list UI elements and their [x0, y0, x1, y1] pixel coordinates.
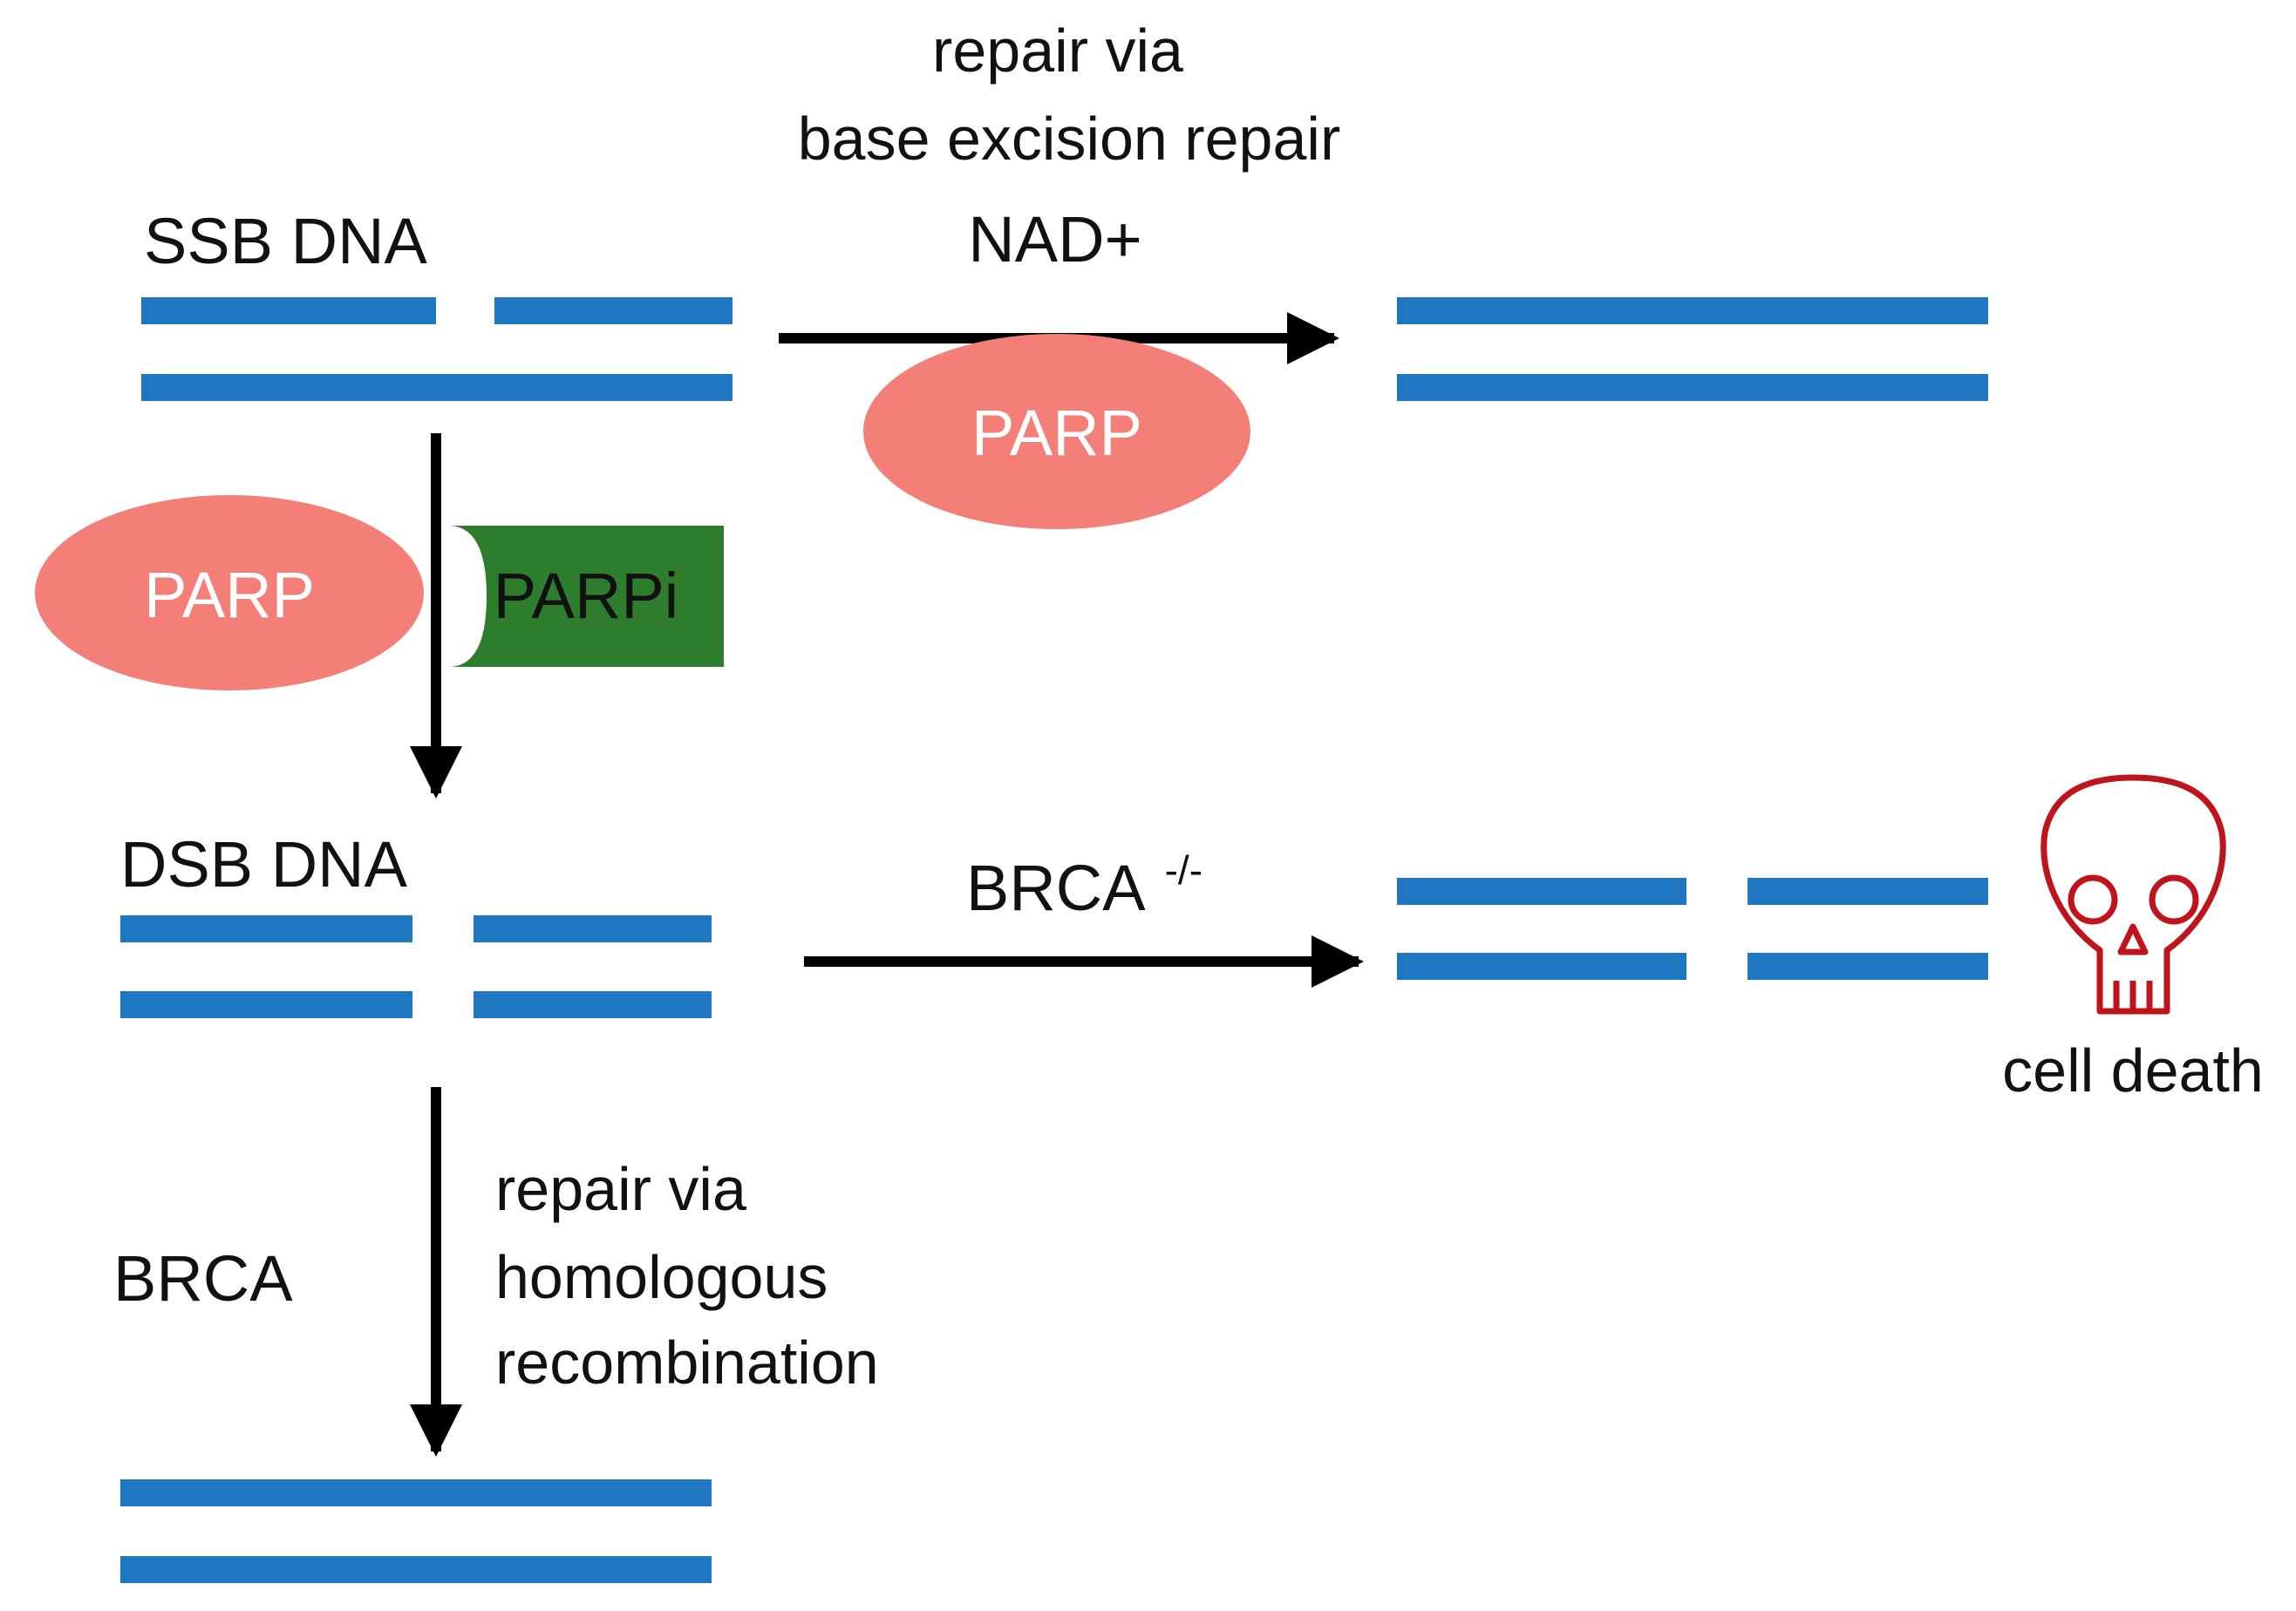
parp-enzyme-top: PARP: [863, 334, 1250, 529]
parp-label-top: PARP: [971, 397, 1142, 469]
brca-label: BRCA: [113, 1242, 293, 1315]
hr-label-line1: repair via: [495, 1155, 746, 1223]
repaired-dna-top: [1397, 297, 1988, 401]
repaired-dna-bottom: [120, 1479, 712, 1583]
parp-enzyme-inhibited: PARP: [35, 495, 424, 690]
ssb-dna-strands: [141, 297, 732, 401]
parp-label-inhibited: PARP: [144, 559, 315, 631]
hr-label-line2: homologous: [495, 1243, 828, 1311]
ber-label-line1: repair via: [932, 17, 1183, 85]
ssb-strand-bottom: [141, 374, 732, 401]
broken-strand-bottom-right: [1748, 953, 1988, 980]
dsb-strand-bottom-right: [474, 991, 712, 1018]
ssb-strand-top-left: [141, 297, 436, 324]
broken-strand-top-right: [1748, 878, 1988, 905]
dsb-dna-label: DSB DNA: [120, 828, 408, 901]
skull-eye-right: [2149, 874, 2199, 925]
skull-eye-left: [2068, 874, 2118, 925]
ssb-strand-top-right: [494, 297, 732, 324]
parp-blob-inhibited: [35, 495, 424, 690]
broken-dna: [1397, 878, 1988, 980]
parpi-label: PARPi: [494, 560, 678, 632]
dsb-strand-top-left: [120, 915, 412, 942]
skull-nose: [2117, 923, 2149, 955]
repaired-strand-bottom: [1397, 374, 1988, 401]
dsb-strand-top-right: [474, 915, 712, 942]
brca-deficient-name: BRCA: [966, 852, 1146, 924]
skull-outline: [2041, 774, 2226, 1015]
broken-strand-bottom-left: [1397, 953, 1686, 980]
repaired-bottom-strand-top: [120, 1479, 712, 1506]
repaired-bottom-strand-bottom: [120, 1556, 712, 1583]
broken-strand-top-left: [1397, 878, 1686, 905]
dsb-dna-strands: [120, 915, 712, 1018]
cell-death-label: cell death: [2002, 1037, 2264, 1105]
parp-blob-top: [863, 334, 1250, 529]
ber-label-line2: base excision repair: [798, 105, 1341, 173]
hr-label-line3: recombination: [495, 1329, 879, 1397]
parpi-inhibitor: PARPi: [448, 526, 724, 667]
nad-label: NAD+: [968, 203, 1141, 275]
skull-icon: [2041, 774, 2226, 1015]
ssb-dna-label: SSB DNA: [144, 205, 428, 277]
dsb-strand-bottom-left: [120, 991, 412, 1018]
brca-deficient-label: BRCA -/-: [966, 847, 1203, 924]
repaired-strand-top: [1397, 297, 1988, 324]
brca-deficient-superscript: -/-: [1165, 847, 1203, 893]
parpi-block: [448, 526, 724, 667]
